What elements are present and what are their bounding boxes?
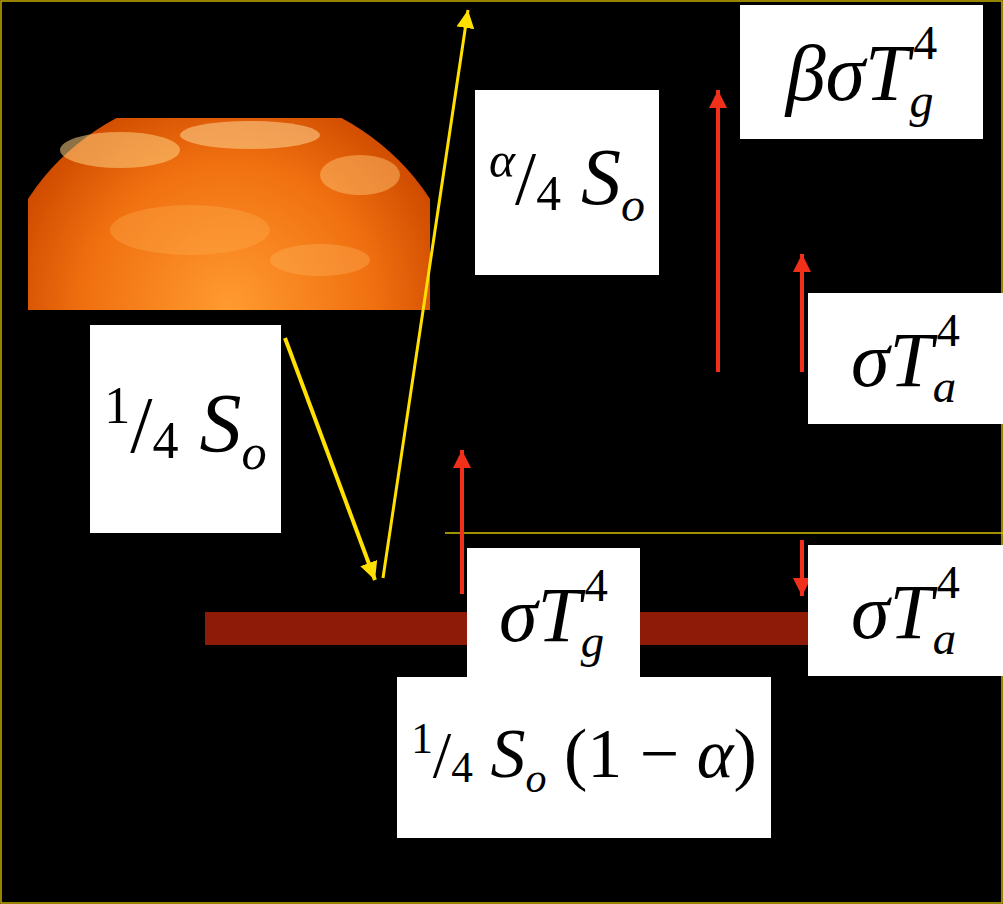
formula-box: σTa4 — [808, 293, 1003, 424]
formula-text: σTa4 — [851, 307, 960, 410]
formula-glyph: g — [581, 615, 604, 667]
atmosphere-down-emission-arrow — [800, 540, 804, 596]
formula-glyph: S — [491, 715, 526, 792]
sun-image — [28, 118, 430, 310]
formula-text: βσTg4 — [786, 19, 938, 125]
ground-emission-escape-arrow — [716, 90, 720, 372]
formula-text: 1/4 So — [104, 380, 266, 478]
formula-glyph: S — [581, 133, 621, 221]
ground-emission-arrow — [460, 450, 464, 594]
formula-glyph: β — [786, 29, 826, 117]
formula-glyph: g — [909, 74, 933, 127]
sun-bright-region — [270, 244, 370, 276]
formula-glyph: 4 — [451, 743, 473, 791]
formula-glyph: 4 — [937, 304, 960, 356]
formula-glyph: a — [933, 360, 956, 412]
formula-glyph: α — [697, 715, 734, 792]
formula-glyph: 4 — [937, 556, 960, 608]
formula-glyph: T — [537, 571, 580, 658]
formula-glyph: 4 — [913, 16, 937, 69]
formula-glyph: o — [526, 754, 547, 800]
formula-glyph — [561, 133, 581, 221]
formula-glyph — [679, 715, 697, 792]
formula-glyph — [179, 377, 200, 470]
sun-bright-region — [110, 205, 270, 255]
formula-glyph: S — [200, 377, 242, 470]
formula-glyph: 1 — [411, 714, 433, 762]
formula-glyph — [473, 715, 491, 792]
formula-glyph: σ — [851, 568, 889, 655]
formula-glyph: a — [933, 612, 956, 664]
formula-glyph: 4 — [536, 166, 561, 221]
formula-box: σTg4 — [467, 548, 640, 679]
formula-glyph: 1 — [104, 377, 130, 434]
formula-glyph: α — [489, 133, 515, 188]
formula-text: σTg4 — [499, 562, 608, 665]
formula-glyph — [547, 715, 565, 792]
sun-bright-region — [180, 121, 320, 149]
formula-glyph: / — [515, 136, 536, 220]
formula-glyph: 4 — [585, 559, 608, 611]
formula-glyph: o — [242, 424, 267, 480]
formula-glyph: ( — [564, 715, 587, 792]
formula-glyph: σ — [851, 316, 889, 403]
atmosphere-layer — [445, 532, 1003, 534]
formula-glyph: − — [640, 715, 679, 792]
formula-text: α/4 So — [489, 136, 645, 229]
formula-glyph: 1 — [587, 715, 622, 792]
formula-glyph: T — [889, 316, 932, 403]
atmosphere-up-emission-arrow — [800, 254, 804, 372]
formula-text: σTa4 — [851, 559, 960, 662]
incoming-solar-arrow — [285, 338, 375, 580]
sun-bright-region — [60, 132, 180, 168]
sun-bright-region — [320, 155, 400, 195]
formula-glyph — [622, 715, 640, 792]
formula-box: α/4 So — [475, 90, 659, 275]
formula-box: βσTg4 — [740, 5, 983, 139]
formula-glyph: σ — [499, 571, 537, 658]
reflected-solar-arrow — [383, 10, 468, 578]
sun-disc — [28, 118, 430, 310]
formula-glyph: σ — [826, 29, 865, 117]
formula-text: 1/4 So (1 − α) — [411, 717, 757, 799]
formula-box: 1/4 So (1 − α) — [397, 677, 771, 838]
formula-glyph: / — [130, 381, 152, 469]
formula-box: σTa4 — [808, 545, 1003, 676]
formula-glyph: o — [621, 178, 645, 231]
formula-glyph: T — [865, 29, 910, 117]
formula-glyph: ) — [734, 715, 757, 792]
formula-glyph: / — [433, 718, 451, 791]
formula-box: 1/4 So — [90, 325, 281, 533]
formula-glyph: 4 — [152, 412, 178, 469]
formula-glyph: T — [889, 568, 932, 655]
